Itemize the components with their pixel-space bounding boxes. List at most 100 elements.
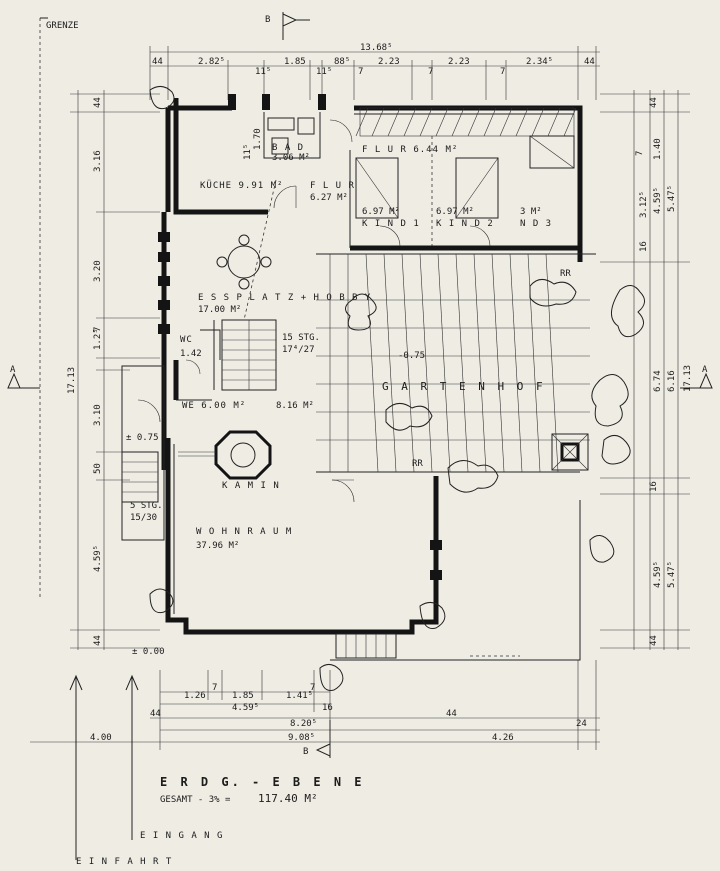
planting [149, 86, 645, 692]
dim-right-10: 16 [649, 481, 659, 492]
dim-right-12: 5.47⁵ [667, 561, 677, 588]
dim-left-4: 7 [93, 327, 103, 332]
dim-right-0: 44 [649, 97, 659, 108]
dim-left-9: 17.13 [67, 367, 77, 394]
dim-bottom-row2-1: 4.59⁵ [232, 703, 259, 713]
section-marker-a-right: A [680, 365, 713, 389]
dim-bottom-row1-3: 1.41⁵ [286, 691, 313, 701]
section-b-top-label: B [265, 15, 271, 25]
label-essplatz-area: 17.00 M² [198, 305, 241, 315]
dim-bottom-row1-4: 7 [310, 683, 315, 693]
dim-right-13: 44 [649, 635, 659, 646]
total-area-label: GESAMT - 3% = [160, 795, 231, 805]
label-gartenhof: G A R T E N H O F [382, 380, 546, 393]
dim-interior-0: 11⁵ [243, 144, 253, 160]
dim-right-1: 1.40 [653, 138, 663, 160]
dim-right-2: 7 [635, 151, 645, 156]
dining-table [216, 234, 272, 290]
label-stairs-lower-ratio: 15/30 [130, 513, 157, 523]
dim-bottom-row3-0: 8.20⁵ [290, 719, 317, 729]
dim-top-1: 2.82⁵ [198, 57, 225, 67]
label-kind3-area: 3 M² [520, 207, 542, 217]
dim-bottom-row4-2: 4.26 [492, 733, 514, 743]
room-labels: B A D 3.06 M² 11⁵ 1.70 KÜCHE 9.91 M² F L… [126, 128, 571, 657]
section-marker-b-top: B [265, 12, 310, 40]
label-gartenhof-level: -0.75 [398, 351, 425, 361]
door-swings [185, 119, 491, 503]
label-wc: WC [180, 335, 193, 345]
label-kind3: N D 3 [520, 219, 552, 229]
label-rr-2: RR [412, 459, 423, 469]
dim-bottom-row2-0: 44 [150, 709, 161, 719]
dim-bottom-row4-1: 9.08⁵ [288, 733, 315, 743]
dimension-chain-right: 44 1.40 7 3.12⁵ 4.59⁵ 5.47⁵ 16 6.74 6.16… [600, 90, 693, 650]
label-kamin: K A M I N [222, 481, 280, 491]
label-essplatz: E S S P L A T Z + H O B B Y [198, 293, 371, 303]
dim-right-5: 5.47⁵ [667, 185, 677, 212]
dim-left-5: 3.10 [93, 404, 103, 426]
dim-top-12: 44 [584, 57, 595, 67]
dim-bottom-row1-0: 1.26 [184, 691, 206, 701]
grenze-label: GRENZE [46, 21, 79, 31]
label-kind2-area: 6.97 M² [436, 207, 474, 217]
dim-bottom-row2-2: 16 [322, 703, 333, 713]
stairs-upper [221, 319, 277, 391]
label-wohnraum-area: 37.96 M² [196, 541, 239, 551]
label-stairs-lower: 5 STG. [130, 501, 163, 511]
dim-bottom-row3-1: 44 [446, 709, 457, 719]
dim-right-8: 6.16 [667, 370, 677, 392]
label-entry-level: ± 0.75 [126, 433, 159, 443]
dim-top-11: 2.34⁵ [526, 57, 553, 67]
dim-left-2: 3.20 [93, 260, 103, 282]
plan-title: E R D G. - E B E N E [160, 775, 365, 789]
dim-top-9: 2.23 [448, 57, 470, 67]
dim-top-3: 1.85 [284, 57, 306, 67]
label-eingang: E I N G A N G [140, 831, 223, 841]
label-stairs-upper: 15 STG. [282, 333, 320, 343]
section-marker-a-left: A [7, 365, 40, 389]
dim-bottom-row1-1: 7 [212, 683, 217, 693]
label-bad: B A D [272, 143, 304, 153]
label-kind2: K I N D 2 [436, 219, 494, 229]
dim-right-11: 4.59⁵ [653, 561, 663, 588]
label-kueche: KÜCHE 9.91 M² [200, 180, 283, 191]
total-area-value: 117.40 M² [258, 792, 318, 805]
label-ground-level: ± 0.00 [132, 647, 165, 657]
dim-top-6: 7 [358, 67, 363, 77]
property-boundary: GRENZE [39, 17, 79, 600]
dim-right-3: 3.12⁵ [639, 191, 649, 218]
dim-bottom-row4-0: 4.00 [90, 733, 112, 743]
dim-top-10: 7 [500, 67, 505, 77]
label-bad-area: 3.06 M² [272, 153, 310, 163]
label-rr-1: RR [560, 269, 571, 279]
dim-top-4: 11⁵ [316, 67, 332, 77]
stairs-entry [121, 365, 165, 541]
dim-top-8: 7 [428, 67, 433, 77]
dim-left-3: 1.2⁵ [93, 328, 103, 350]
dim-right-6: 16 [639, 241, 649, 252]
dimension-chain-left: 44 3.16 3.20 1.2⁵ 7 3.10 50 4.59⁵ 44 17.… [67, 90, 160, 650]
dim-interior-1: 1.70 [253, 128, 263, 150]
childrens-rooms [349, 107, 580, 251]
dim-interior-2: 1.42 [180, 349, 202, 359]
label-we: WE 6.00 M² [182, 401, 246, 411]
label-flur1-area: 6.27 M² [310, 193, 348, 203]
section-a-right-label: A [702, 365, 708, 375]
dim-left-1: 3.16 [93, 150, 103, 172]
dim-left-0: 44 [93, 97, 103, 108]
label-kind1-area: 6.97 M² [362, 207, 400, 217]
dim-left-6: 50 [93, 463, 103, 474]
section-a-left-label: A [10, 365, 16, 375]
dimension-chain-bottom: 1.26 7 1.85 1.41⁵ 7 44 4.59⁵ 16 8.20⁵ 44… [30, 660, 600, 750]
dim-left-7: 4.59⁵ [93, 545, 103, 572]
label-kind1: K I N D 1 [362, 219, 420, 229]
dim-bottom-row3-2: 24 [576, 719, 587, 729]
label-einfahrt: E I N F A H R T [76, 857, 172, 867]
title-block: E R D G. - E B E N E GESAMT - 3% = 117.4… [69, 674, 365, 867]
dim-top-0: 44 [152, 57, 163, 67]
label-hall-area: 8.16 M² [276, 401, 314, 411]
label-stairs-upper-ratio: 17⁴/27 [282, 345, 315, 355]
dim-top-7: 2.23 [378, 57, 400, 67]
stairs-terrace [330, 500, 581, 661]
